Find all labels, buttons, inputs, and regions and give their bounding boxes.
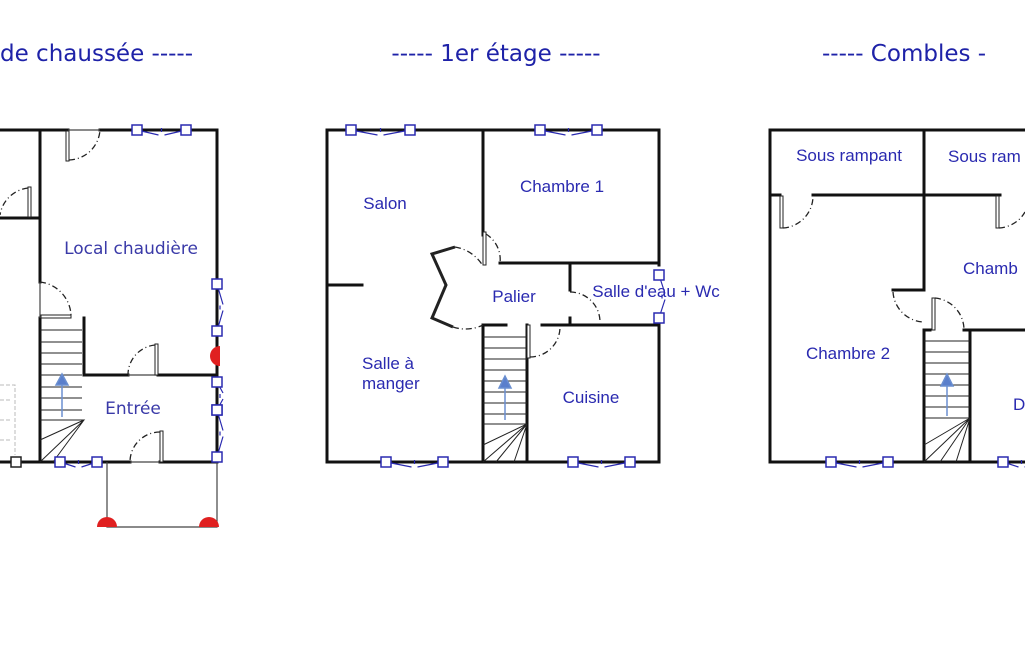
staircase [923, 340, 971, 463]
room-label: Palier [492, 287, 536, 306]
window [653, 269, 666, 324]
door-leaf [159, 430, 164, 463]
door-swing [0, 187, 29, 216]
window [211, 404, 224, 463]
door-leaf [27, 186, 32, 218]
room-label: Local chaudière [64, 239, 198, 259]
window [567, 456, 636, 468]
door-leaf [40, 314, 72, 319]
first-floor-plan: Salon Salle à manger Chambre 1 Palier Sa… [325, 128, 720, 464]
room-label: D [1013, 395, 1025, 414]
window [534, 124, 603, 136]
window [131, 124, 192, 136]
door-swing [485, 233, 501, 264]
door-leaf [65, 130, 70, 162]
door-swing [892, 291, 925, 323]
double-door [429, 245, 456, 329]
room-label: Salle à [362, 354, 415, 373]
door-leaf [931, 297, 936, 331]
door-swing [68, 129, 101, 161]
title-attic: ----- Combles - [822, 41, 986, 67]
title-first-floor: ----- 1er étage ----- [391, 41, 600, 67]
room-label: Chamb [963, 259, 1018, 278]
door-leaf [995, 195, 1000, 229]
window [345, 124, 416, 136]
room-label: Sous ram [948, 147, 1021, 166]
attic-walls [768, 128, 1025, 464]
room-label: Salon [363, 194, 406, 213]
window [380, 456, 449, 468]
staircase [482, 336, 528, 463]
exterior-steps [0, 384, 16, 455]
room-label: Chambre 2 [806, 344, 890, 363]
door-swing [782, 195, 814, 229]
room-label: manger [362, 374, 420, 393]
room-label: Sous rampant [796, 146, 902, 165]
window [211, 278, 224, 337]
door-leaf [154, 343, 159, 376]
door-swing [127, 344, 156, 375]
attic-plan: Sous rampant Sous ram Chamb Chambre 2 D [768, 128, 1025, 464]
ground-openings [39, 129, 218, 528]
door-swing [529, 326, 561, 358]
windows [54, 124, 1025, 468]
door-swing [452, 246, 484, 330]
title-ground-floor: de chaussée ----- [0, 41, 193, 67]
room-label: Cuisine [563, 388, 620, 407]
window [825, 456, 894, 468]
window [54, 456, 103, 468]
door-swing [129, 431, 161, 462]
door-swing [998, 211, 1025, 229]
door-leaf [779, 195, 784, 229]
door-leaf [482, 231, 487, 266]
staircase [39, 329, 86, 463]
room-label: Salle d'eau + Wc [592, 282, 720, 301]
door-swing [569, 291, 601, 323]
door-swing [39, 281, 72, 316]
room-label: Chambre 1 [520, 177, 604, 196]
door-swing [934, 297, 965, 331]
post [10, 456, 22, 468]
window [997, 456, 1025, 468]
room-label: Entrée [105, 399, 161, 419]
door-leaf [526, 324, 531, 359]
ground-floor-plan: Local chaudière Entrée [0, 128, 220, 528]
